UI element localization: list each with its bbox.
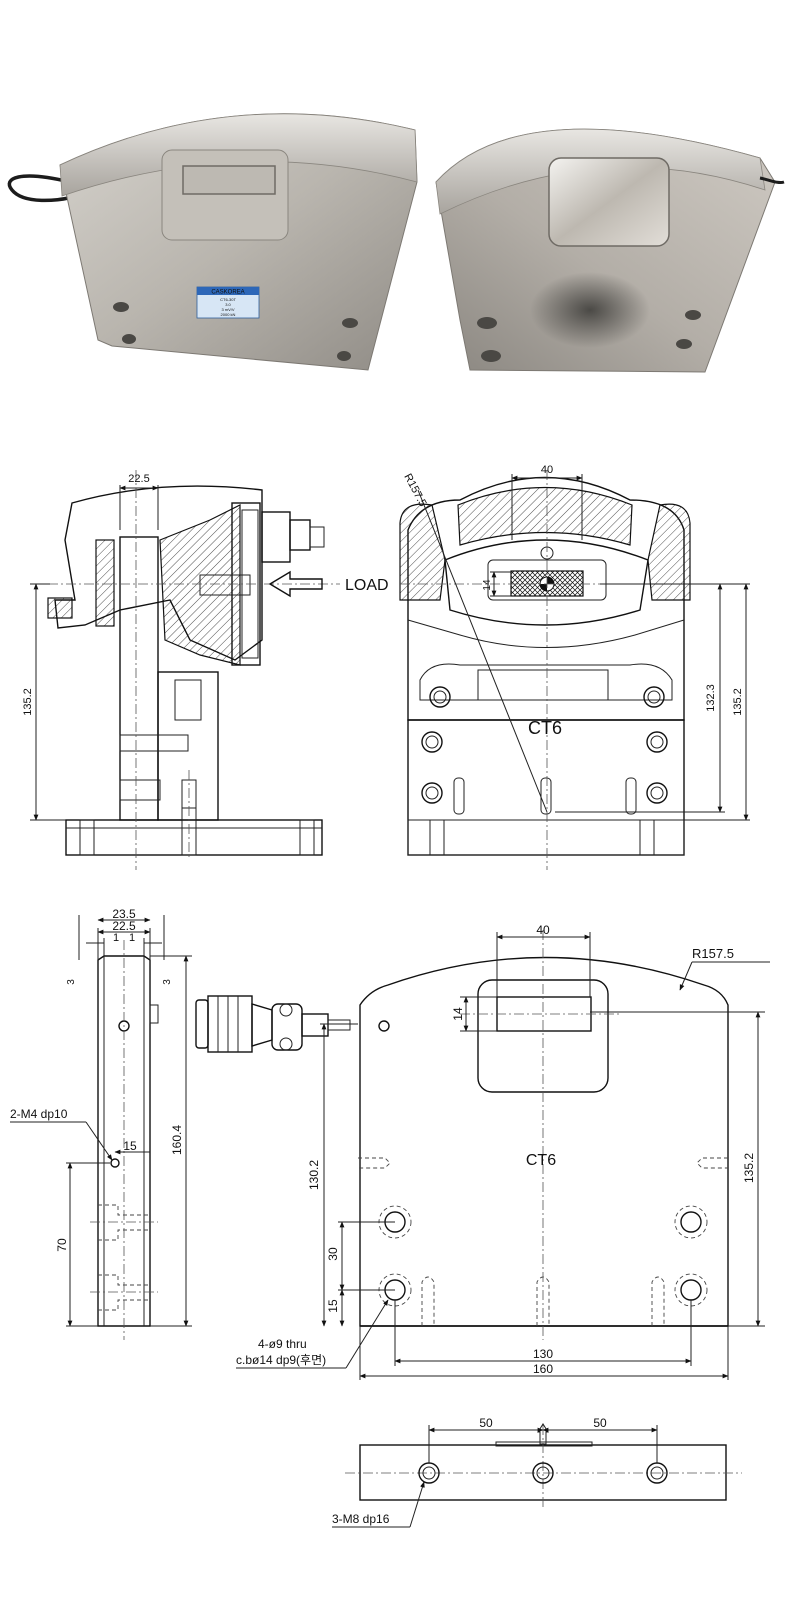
load-label: LOAD xyxy=(345,577,389,594)
label-row-text: 3.0 xyxy=(225,302,231,307)
dim-top-text: 22.5 xyxy=(128,473,149,485)
model-label: CT6 xyxy=(526,1152,556,1169)
dim-hole-spacing-text: 70 xyxy=(55,1238,69,1252)
product-photo: CASKOREA CT6-30T 3.0 3 mV/V 2000 kN xyxy=(7,113,785,373)
dim-window-height-text: 14 xyxy=(451,1007,465,1021)
label-row-text: 3 mV/V xyxy=(221,307,234,312)
label-row-text: CT6-30T xyxy=(220,297,236,302)
profile-view: 23.5 22.5 1 1 3 3 160.4 15 70 2-M4 dp10 xyxy=(10,907,192,1340)
callout-tap-text: 3-M8 dp16 xyxy=(332,1512,390,1526)
dim-hole-offset-text: 15 xyxy=(123,1139,137,1153)
front-view: R157.5 40 14 CT6 132.3 135.2 xyxy=(399,464,750,870)
dim-height-left-text: 130.2 xyxy=(307,1160,321,1190)
dim-hole-span-text: 130 xyxy=(533,1347,553,1361)
dim-height-right-text: 135.2 xyxy=(742,1153,756,1183)
callout-holes-line2: c.bø14 dp9(후면) xyxy=(236,1353,326,1367)
model-label: CT6 xyxy=(528,718,562,738)
dim-height-text: 160.4 xyxy=(170,1125,184,1155)
load-cell-photo-front: CASKOREA CT6-30T 3.0 3 mV/V 2000 kN xyxy=(59,113,418,371)
connector-drawing xyxy=(195,995,351,1053)
dim-outer-text: 23.5 xyxy=(112,907,136,921)
dim-top-width-text: 40 xyxy=(541,464,553,476)
dim-inner-height-text: 132.3 xyxy=(705,684,717,712)
dim-right-text: 50 xyxy=(593,1416,607,1430)
dim-height-text: 135.2 xyxy=(732,688,744,716)
dim-window-width-text: 40 xyxy=(536,923,550,937)
plan-view: 40 R157.5 14 CT6 130.2 30 15 135.2 130 xyxy=(195,923,770,1380)
load-cell-photo-back xyxy=(435,128,785,373)
cable xyxy=(7,174,71,203)
dim-radius-text: R157.5 xyxy=(401,472,428,509)
callout-tap-text: 2-M4 dp10 xyxy=(10,1107,68,1121)
dim-radius-text: R157.5 xyxy=(692,946,734,961)
dim-hole-pitch-text: 30 xyxy=(326,1247,340,1261)
dim-lip-right-text: 1 xyxy=(129,932,135,944)
dim-chamfer-left-text: 3 xyxy=(66,979,77,985)
label-brand-text: CASKOREA xyxy=(211,290,244,296)
callout-holes-line1: 4-ø9 thru xyxy=(258,1337,307,1351)
dim-window-height-text: 14 xyxy=(482,579,493,591)
dim-left-text: 50 xyxy=(479,1416,493,1430)
label-row-text: 2000 kN xyxy=(221,312,236,317)
bottom-view: 50 50 3-M8 dp16 xyxy=(332,1416,742,1528)
dim-inner-text: 22.5 xyxy=(112,919,136,933)
dim-height-text: 135.2 xyxy=(22,688,34,716)
dim-lip-left-text: 1 xyxy=(113,932,119,944)
dim-width-text: 160 xyxy=(533,1362,553,1376)
dim-hole-base-text: 15 xyxy=(326,1299,340,1313)
side-view: LOAD 22.5 135.2 xyxy=(22,470,389,870)
dim-chamfer-right-text: 3 xyxy=(162,979,173,985)
